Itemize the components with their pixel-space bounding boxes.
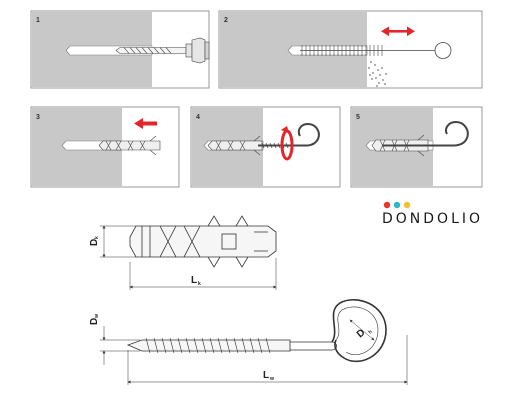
svg-text:D: D [89, 239, 100, 246]
step-panel-3: 3 [30, 106, 180, 188]
svg-text:L: L [191, 275, 197, 286]
svg-text:h: h [367, 329, 373, 336]
brand-dot-cyan [393, 201, 401, 209]
svg-text:w: w [269, 376, 274, 382]
step-panel-4: 4 [190, 106, 341, 188]
svg-text:D: D [355, 327, 368, 340]
svg-text:L: L [263, 370, 269, 381]
double-arrow-icon [381, 26, 415, 37]
step-panel-2: 2 [218, 10, 483, 89]
ring-diameter-label: D h [355, 327, 374, 340]
plug-diameter-label: D k [89, 236, 100, 246]
svg-text:k: k [198, 281, 201, 287]
plug-dimension-lines [100, 225, 277, 290]
step-panel-5: 5 [350, 106, 483, 188]
step-number: 3 [36, 114, 40, 121]
brand-dot-red [383, 201, 391, 209]
step-number: 1 [36, 17, 40, 24]
screw-diameter-label: D w [89, 314, 100, 325]
brand-name: DONDOLIO [382, 211, 483, 227]
drill-bit-icon [115, 47, 187, 54]
dust-particles [368, 61, 387, 87]
step-number: 5 [356, 114, 360, 121]
wall-plug-icon [98, 135, 161, 156]
step-number: 2 [224, 17, 228, 24]
step-panel-1: 1 [30, 10, 210, 89]
screw-length-label: L w [263, 370, 274, 382]
plug-length-label: L k [191, 275, 201, 287]
drill-chuck-icon [185, 37, 210, 64]
brand-logo: DONDOLIO [382, 201, 483, 227]
hook-screw-drawing [126, 298, 387, 363]
screw-dimension-lines [100, 319, 408, 385]
cleaning-brush-icon [300, 42, 452, 59]
step-number: 4 [196, 114, 200, 121]
wall-plug-drawing [129, 215, 277, 268]
rotate-arrow-icon [280, 126, 294, 161]
wall-plug-icon [207, 135, 263, 156]
arrow-left-icon [134, 118, 157, 129]
brand-dot-yellow [403, 201, 411, 209]
svg-text:k: k [94, 236, 100, 239]
svg-text:w: w [94, 314, 100, 319]
hook-screw-icon [382, 120, 469, 147]
svg-text:D: D [89, 318, 100, 325]
